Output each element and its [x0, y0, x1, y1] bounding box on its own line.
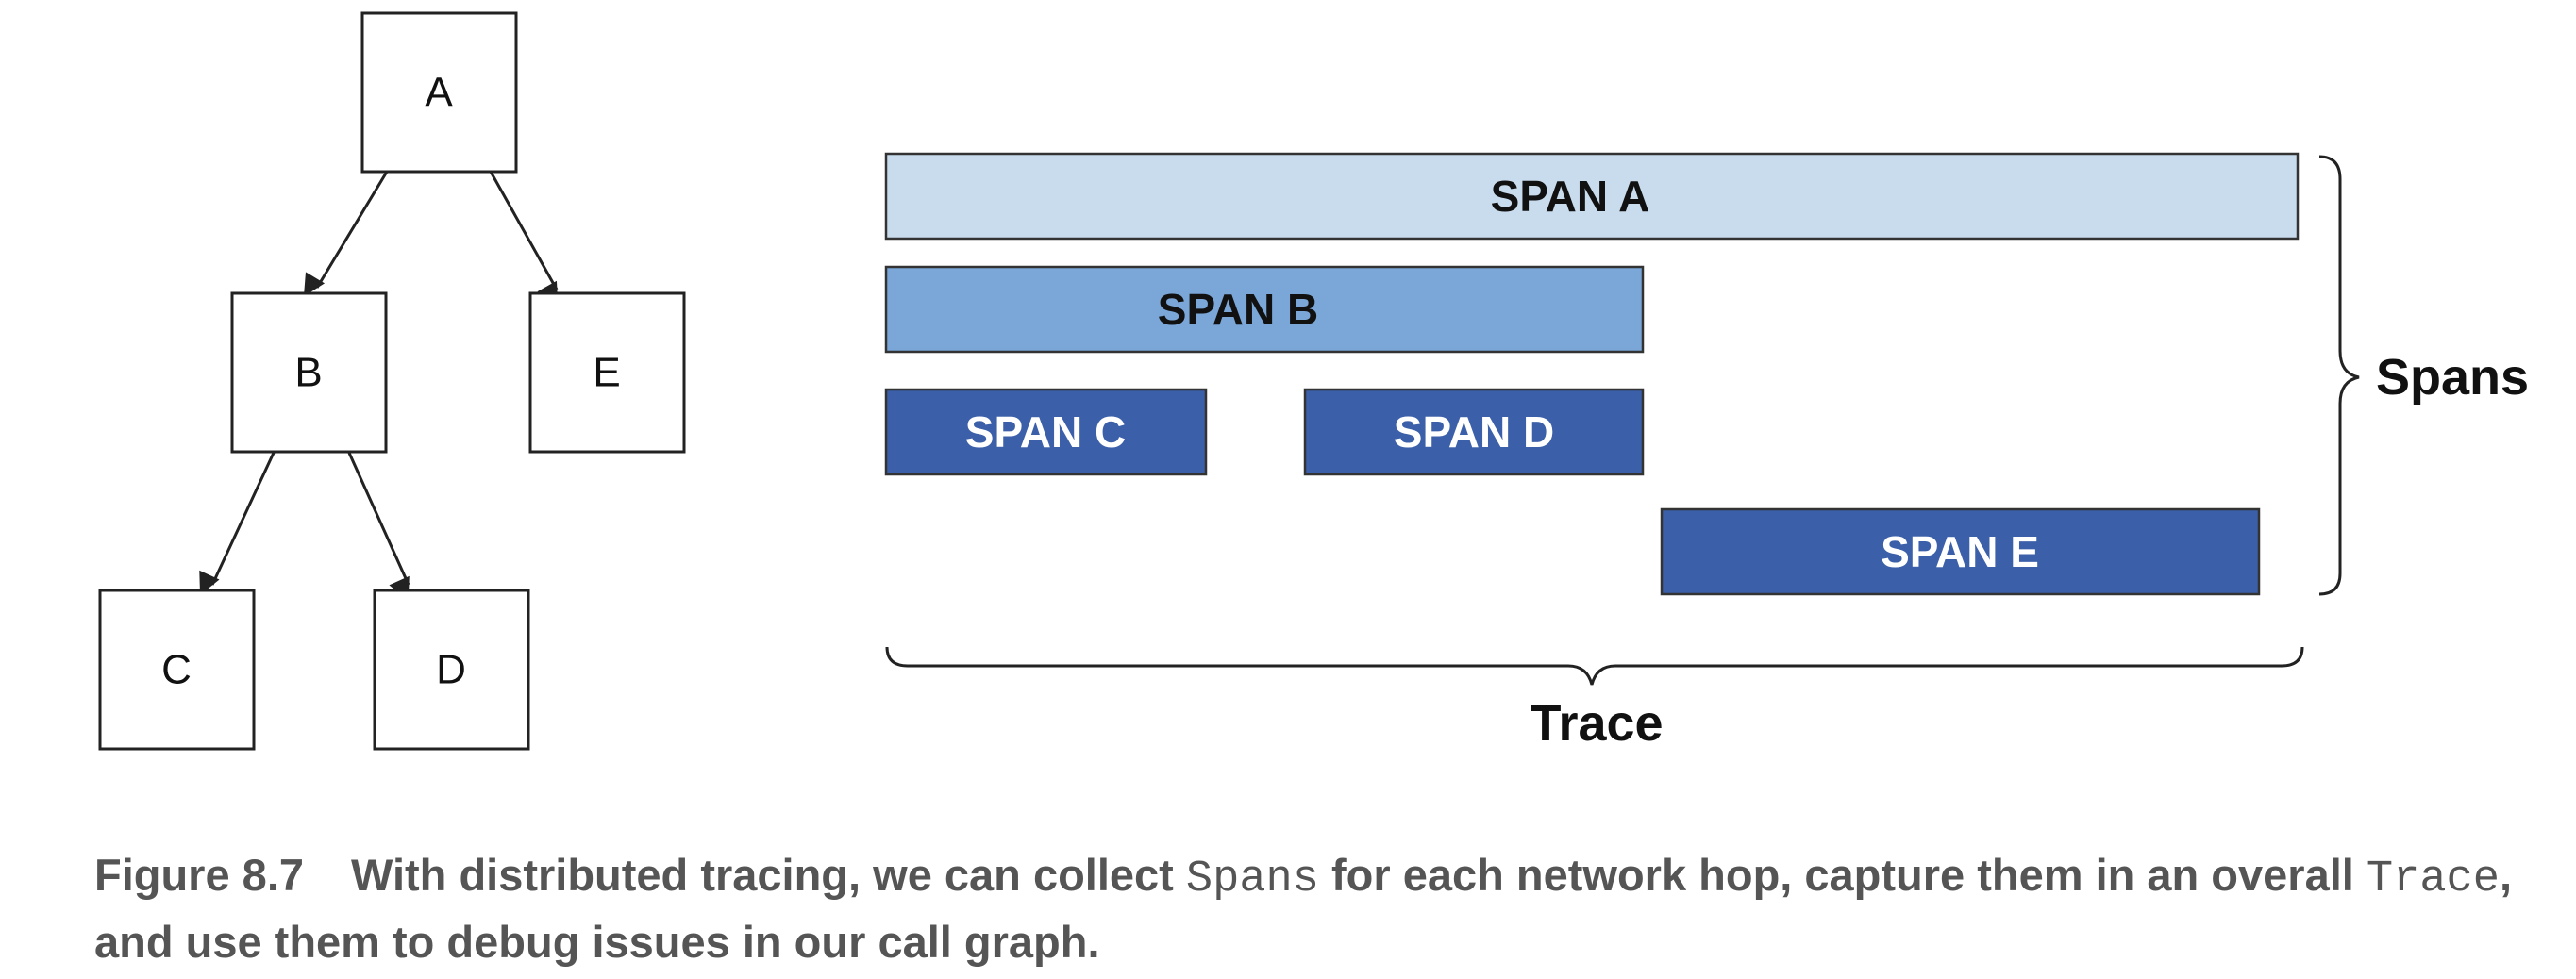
caption-text-1: With distributed tracing, we can collect	[351, 850, 1186, 900]
node-c-label: C	[161, 647, 192, 693]
span-b: SPAN B	[884, 265, 1645, 354]
span-timeline: SPAN A SPAN B SPAN C SPAN D SPAN E	[884, 152, 2300, 596]
span-a: SPAN A	[884, 152, 2300, 241]
span-c-label: SPAN C	[965, 407, 1126, 456]
tree-edges	[199, 171, 559, 601]
figure-number: Figure 8.7	[94, 850, 305, 900]
span-e: SPAN E	[1660, 507, 2261, 596]
trace-brace-label: Trace	[1530, 695, 1663, 752]
node-b: B	[230, 291, 388, 454]
node-e: E	[528, 291, 686, 454]
node-b-label: B	[294, 350, 322, 396]
caption-code-trace: Trace	[2366, 855, 2500, 904]
node-a-label: A	[425, 70, 453, 116]
node-c: C	[98, 589, 256, 751]
node-a: A	[360, 11, 518, 174]
span-d: SPAN D	[1303, 388, 1645, 476]
edge-a-e	[489, 171, 559, 306]
trace-brace: Trace	[885, 646, 2304, 752]
node-e-label: E	[593, 350, 620, 396]
caption-text-2: for each network hop, capture them in an…	[1318, 850, 2367, 900]
spans-brace-label: Spans	[2376, 349, 2529, 406]
spans-brace-shape	[2318, 155, 2360, 596]
caption-text-3: , and use them to debug issues in our ca…	[94, 850, 2512, 967]
call-graph-tree: A B E C D	[98, 11, 686, 751]
span-c: SPAN C	[884, 388, 1208, 476]
distributed-tracing-diagram: A B E C D SPAN A SPAN B SPAN	[98, 11, 2529, 752]
span-e-label: SPAN E	[1881, 527, 2039, 576]
edge-a-b	[303, 171, 389, 297]
edge-b-d	[347, 452, 410, 601]
span-b-label: SPAN B	[1158, 285, 1318, 334]
node-d: D	[373, 589, 530, 751]
caption-code-spans: Spans	[1185, 855, 1319, 904]
spans-brace: Spans	[2318, 155, 2529, 596]
trace-brace-shape	[885, 646, 2304, 686]
edge-b-c	[199, 452, 276, 595]
span-a-label: SPAN A	[1491, 172, 1650, 221]
span-d-label: SPAN D	[1394, 407, 1554, 456]
node-d-label: D	[436, 647, 466, 693]
figure-caption: Figure 8.7 With distributed tracing, we c…	[94, 844, 2548, 973]
